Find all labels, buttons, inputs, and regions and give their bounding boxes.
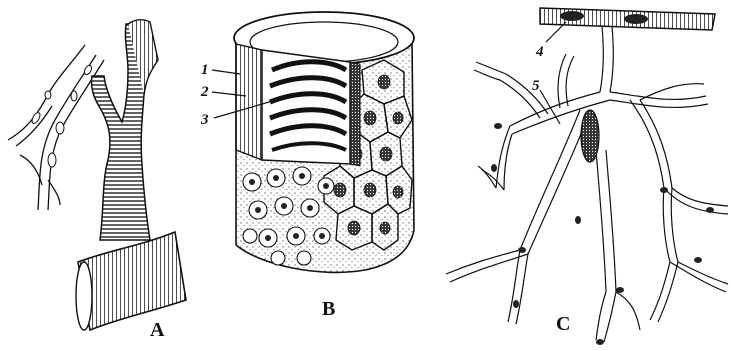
callout-1: 1 [201,62,209,78]
panel-c-erythrocyte [581,110,599,162]
callout-2: 2 [200,84,209,100]
panel-b: 1 2 3 B [200,12,414,320]
panel-a-large-vessel [78,232,186,330]
callout-4: 4 [535,44,544,60]
panel-c: 4 5 C [446,8,728,345]
panel-a: A [8,20,186,341]
callout-5: 5 [532,78,540,94]
panel-c-label: C [556,313,570,335]
panel-c-capillaries [446,26,728,342]
panel-b-wall-section [236,44,262,160]
panel-b-label: B [322,298,335,320]
panel-a-label: A [150,319,165,341]
callout-3: 3 [200,112,209,128]
panel-a-branch-cells [30,64,93,167]
